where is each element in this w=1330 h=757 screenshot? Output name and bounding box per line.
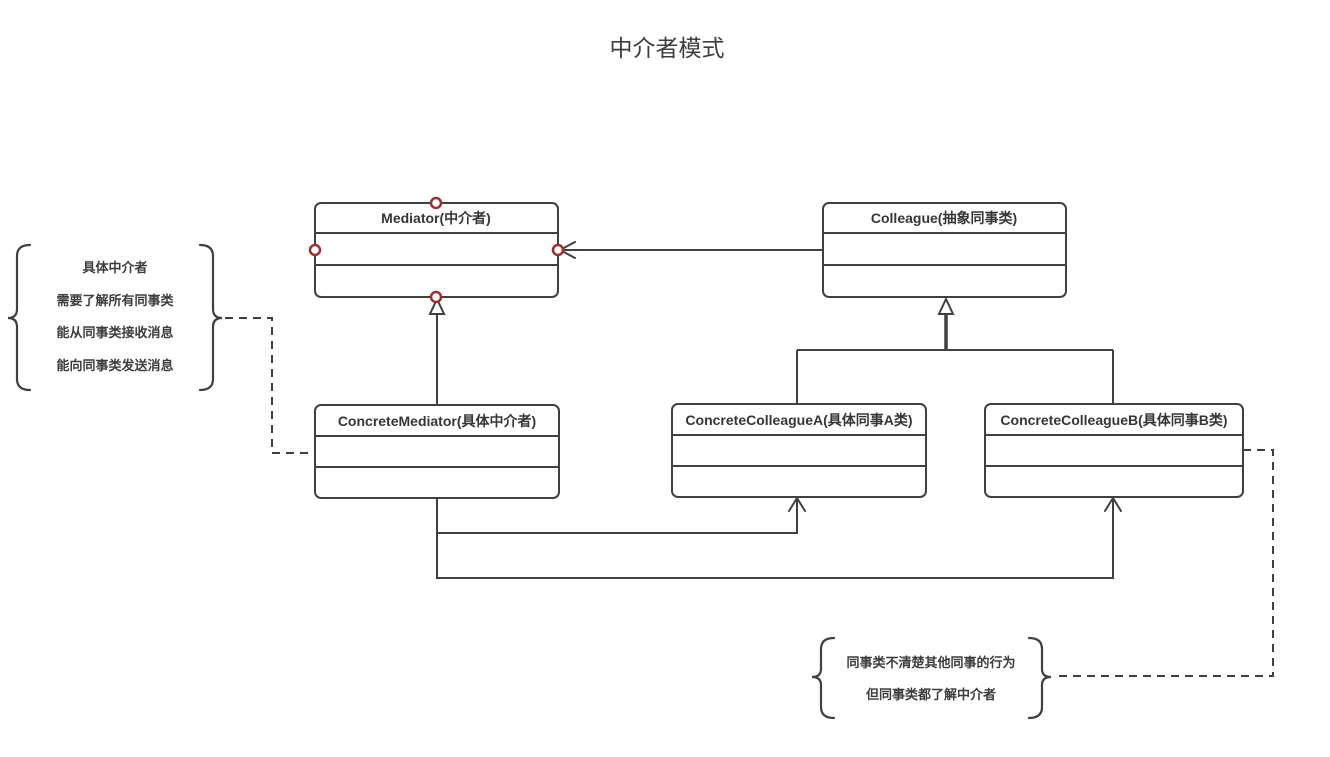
edge-concretemediator-to-colleague-a[interactable]: [436, 496, 806, 534]
connection-handle-left-icon[interactable]: [308, 243, 322, 257]
connection-handle-bottom-icon[interactable]: [429, 290, 443, 304]
connection-handle-top-icon[interactable]: [429, 196, 443, 210]
association-colleague-to-mediator[interactable]: [557, 241, 823, 259]
note-mediator[interactable]: 具体中介者 需要了解所有同事类 能从同事类接收消息 能向同事类发送消息: [7, 243, 223, 392]
edge-concretemediator-to-colleague-b[interactable]: [436, 496, 1122, 579]
class-title-concrete-colleague-a: ConcreteColleagueA(具体同事A类): [685, 412, 912, 428]
generalization-colleagues-to-colleague[interactable]: [796, 296, 1114, 404]
note-text-line: 具体中介者: [82, 260, 147, 275]
left-brace-icon: [7, 243, 32, 392]
note-text-line: 需要了解所有同事类: [56, 293, 174, 308]
connection-handle-right-icon[interactable]: [551, 243, 565, 257]
class-node-mediator[interactable]: Mediator(中介者): [308, 196, 565, 304]
class-title-mediator: Mediator(中介者): [381, 210, 491, 226]
dashed-link-colleague-b-to-note[interactable]: [1053, 449, 1274, 677]
class-node-concrete-colleague-b[interactable]: ConcreteColleagueB(具体同事B类): [984, 403, 1244, 498]
note-text-line: 同事类不清楚其他同事的行为: [846, 655, 1015, 670]
dashed-link-note-to-concretemediator[interactable]: [225, 317, 313, 454]
diagram-title: 中介者模式: [610, 35, 725, 61]
right-brace-icon: [198, 243, 223, 392]
class-title-colleague: Colleague(抽象同事类): [871, 210, 1017, 226]
hollow-triangle-arrowhead-icon: [937, 296, 955, 315]
class-title-concrete-colleague-b: ConcreteColleagueB(具体同事B类): [1000, 412, 1227, 428]
note-colleague[interactable]: 同事类不清楚其他同事的行为 但同事类都了解中介者: [811, 636, 1052, 720]
class-node-colleague[interactable]: Colleague(抽象同事类): [822, 202, 1067, 298]
class-node-concrete-mediator[interactable]: ConcreteMediator(具体中介者): [314, 404, 560, 499]
left-brace-icon: [811, 636, 836, 720]
class-node-concrete-colleague-a[interactable]: ConcreteColleagueA(具体同事A类): [671, 403, 927, 498]
note-text-line: 能从同事类接收消息: [56, 325, 173, 340]
hollow-triangle-arrowhead-icon: [428, 296, 446, 315]
right-brace-icon: [1027, 636, 1052, 720]
class-title-concrete-mediator: ConcreteMediator(具体中介者): [338, 413, 536, 429]
generalization-concretemediator-to-mediator[interactable]: [428, 296, 446, 405]
note-text-line: 但同事类都了解中介者: [865, 687, 996, 702]
note-text-line: 能向同事类发送消息: [56, 358, 173, 373]
